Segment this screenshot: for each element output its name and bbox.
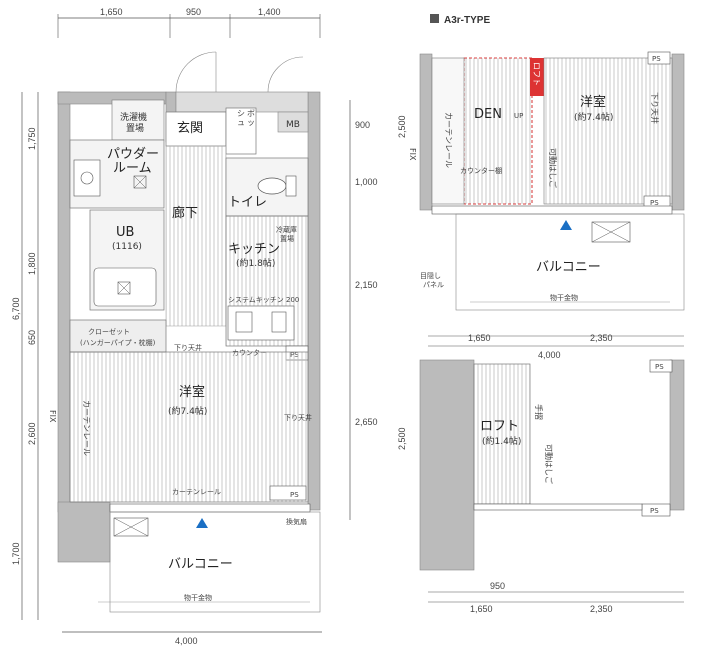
- hall-label: 廊下: [172, 205, 198, 221]
- ps2-label-main: PS: [290, 491, 299, 499]
- fix-label-main: FIX: [48, 410, 57, 423]
- kitchen-label: キッチン: [228, 242, 280, 257]
- curtain-h-label: カーテンレール: [172, 488, 221, 496]
- dim-right-4: 2,650: [355, 417, 378, 427]
- up-label: UP: [514, 112, 523, 120]
- loft-tag: ロフト: [532, 62, 541, 86]
- den-label: DEN: [474, 107, 502, 122]
- dim-top-2: 950: [186, 7, 201, 17]
- mb-label: MB: [286, 120, 300, 130]
- loft-plan: 2,500 ロフト (約1.4帖) 手摺 可動はしご PS PS 950 1,6…: [397, 359, 685, 614]
- ub-label: UB: [116, 225, 134, 240]
- vent-label-main: 換気扇: [286, 517, 307, 526]
- upper-plan: A3r-TYPE 2,500 FIX DEN UP カウンター棚 カーテンレール…: [397, 14, 685, 360]
- upper-hanger: 物干金物: [550, 293, 578, 302]
- powder-room-label: パウダールーム: [107, 147, 159, 176]
- dim-top-3: 1,400: [258, 7, 281, 17]
- loft-ps2: PS: [650, 507, 659, 515]
- western-size: (約7.4帖): [168, 405, 207, 417]
- washer-label: 洗濯機置場: [120, 111, 147, 134]
- upper-ps2: PS: [650, 199, 659, 207]
- type-label: A3r-TYPE: [444, 15, 490, 26]
- ceiling-label: 下り天井: [174, 343, 202, 352]
- dim-left-1: 1,750: [27, 127, 37, 150]
- loft-label: ロフト: [480, 419, 519, 434]
- balcony-label-main: バルコニー: [168, 557, 233, 572]
- curtain-v-label: カーテンレール: [82, 400, 91, 456]
- dim-left-2: 1,800: [27, 252, 37, 275]
- upper-curtain: カーテンレール: [444, 112, 453, 168]
- hanger-label-main: 物干金物: [184, 593, 212, 602]
- loft-rail: 手摺: [534, 404, 544, 420]
- dim-left-6: 1,700: [11, 542, 21, 565]
- dim-left-3: 6,700: [11, 297, 21, 320]
- dim-right-2: 1,000: [355, 177, 378, 187]
- counter-shelf-label: カウンター棚: [460, 166, 502, 175]
- dim-left-5: 2,600: [27, 422, 37, 445]
- dim-bottom: 4,000: [175, 636, 198, 646]
- loft-dim-a: 950: [490, 581, 505, 591]
- screen-label: 目隠しパネル: [420, 271, 444, 289]
- upper-ceiling: 下り天井: [650, 92, 660, 124]
- upper-dim-b: 2,350: [590, 333, 613, 343]
- upper-western-size: (約7.4帖): [574, 111, 613, 123]
- upper-dim-total: 4,000: [538, 350, 561, 360]
- upper-fix: FIX: [408, 148, 417, 161]
- loft-dim: 2,500: [397, 427, 407, 450]
- toilet-label: トイレ: [228, 195, 267, 210]
- western-label: 洋室: [179, 384, 205, 400]
- ub-size: (1116): [112, 242, 142, 252]
- dim-right-1: 900: [355, 120, 370, 130]
- entrance-label: 玄関: [177, 121, 203, 136]
- closet-label: クローゼット: [88, 327, 130, 336]
- closet-sub: (ハンガーパイプ・枕棚): [80, 338, 156, 347]
- loft-size: (約1.4帖): [482, 435, 521, 447]
- loft-ladder: 可動はしご: [544, 444, 554, 484]
- kitchen-shelf: システムキッチン 200: [228, 296, 299, 304]
- upper-balcony: バルコニー: [536, 260, 601, 275]
- loft-dim-b: 1,650: [470, 604, 493, 614]
- dim-right-3: 2,150: [355, 280, 378, 290]
- upper-dim-a: 1,650: [468, 333, 491, 343]
- upper-ps: PS: [652, 55, 661, 63]
- dim-top-1: 1,650: [100, 7, 123, 17]
- upper-dim: 2,500: [397, 115, 407, 138]
- fridge-label: 冷蔵庫置場: [276, 225, 297, 243]
- main-plan: 1,650 950 1,400 1,750 1,800 6,700 650 2,…: [11, 7, 378, 646]
- shoes-label: シュ ボッ: [237, 109, 255, 127]
- dims-left: 1,750 1,800 6,700 650 2,600 1,700: [11, 127, 37, 565]
- ceiling2-label: 下り天井: [284, 413, 312, 422]
- dim-left-4: 650: [27, 330, 37, 345]
- kitchen-size: (約1.8帖): [236, 257, 275, 269]
- upper-ladder: 可動はしご: [548, 148, 558, 188]
- upper-western: 洋室: [580, 94, 606, 110]
- loft-ps: PS: [655, 363, 664, 371]
- loft-dim-c: 2,350: [590, 604, 613, 614]
